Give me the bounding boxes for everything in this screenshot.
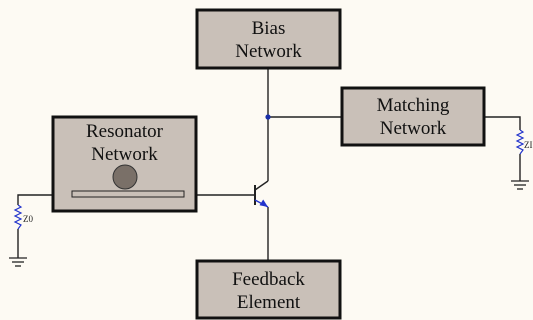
resonator-disc — [112, 164, 138, 190]
load-ground-icon — [511, 180, 529, 190]
microstrip-line — [71, 190, 185, 198]
bias-network-box — [195, 8, 342, 70]
feedback-element-label-line2: Element — [237, 292, 301, 313]
resonator-network-label-line2: Network — [91, 144, 158, 165]
transistor-symbol[interactable] — [254, 180, 269, 208]
matching-network-label-line2: Network — [380, 118, 447, 139]
source-ground-icon — [9, 257, 27, 267]
transistor-collector-leg — [254, 180, 269, 191]
bias-network-block[interactable]: Bias Network — [195, 8, 342, 70]
load-impedance-label: ZI — [524, 140, 533, 150]
feedback-element-box — [195, 259, 342, 320]
matching-network-label-line1: Matching — [377, 95, 450, 116]
load-wire — [484, 116, 521, 130]
junction-dot — [265, 114, 271, 120]
load-impedance[interactable]: ZI — [511, 129, 533, 190]
matching-network-block[interactable]: Matching Network — [340, 86, 486, 147]
source-impedance[interactable]: Z0 — [9, 204, 33, 267]
resonator-network-label-line1: Resonator — [86, 121, 164, 142]
source-wire — [17, 194, 53, 205]
emitter-arrow-icon — [259, 199, 268, 207]
bias-network-label-line2: Network — [235, 41, 302, 62]
bias-network-label-line1: Bias — [252, 18, 286, 39]
resonator-network-block[interactable]: Resonator Network — [51, 115, 198, 213]
feedback-element-block[interactable]: Feedback Element — [195, 259, 342, 320]
matching-network-box — [340, 86, 486, 147]
load-resistor-icon — [515, 129, 525, 155]
wiring — [17, 68, 521, 261]
source-impedance-label: Z0 — [23, 214, 33, 224]
feedback-element-label-line1: Feedback — [232, 269, 305, 290]
source-resistor-icon — [13, 204, 23, 230]
